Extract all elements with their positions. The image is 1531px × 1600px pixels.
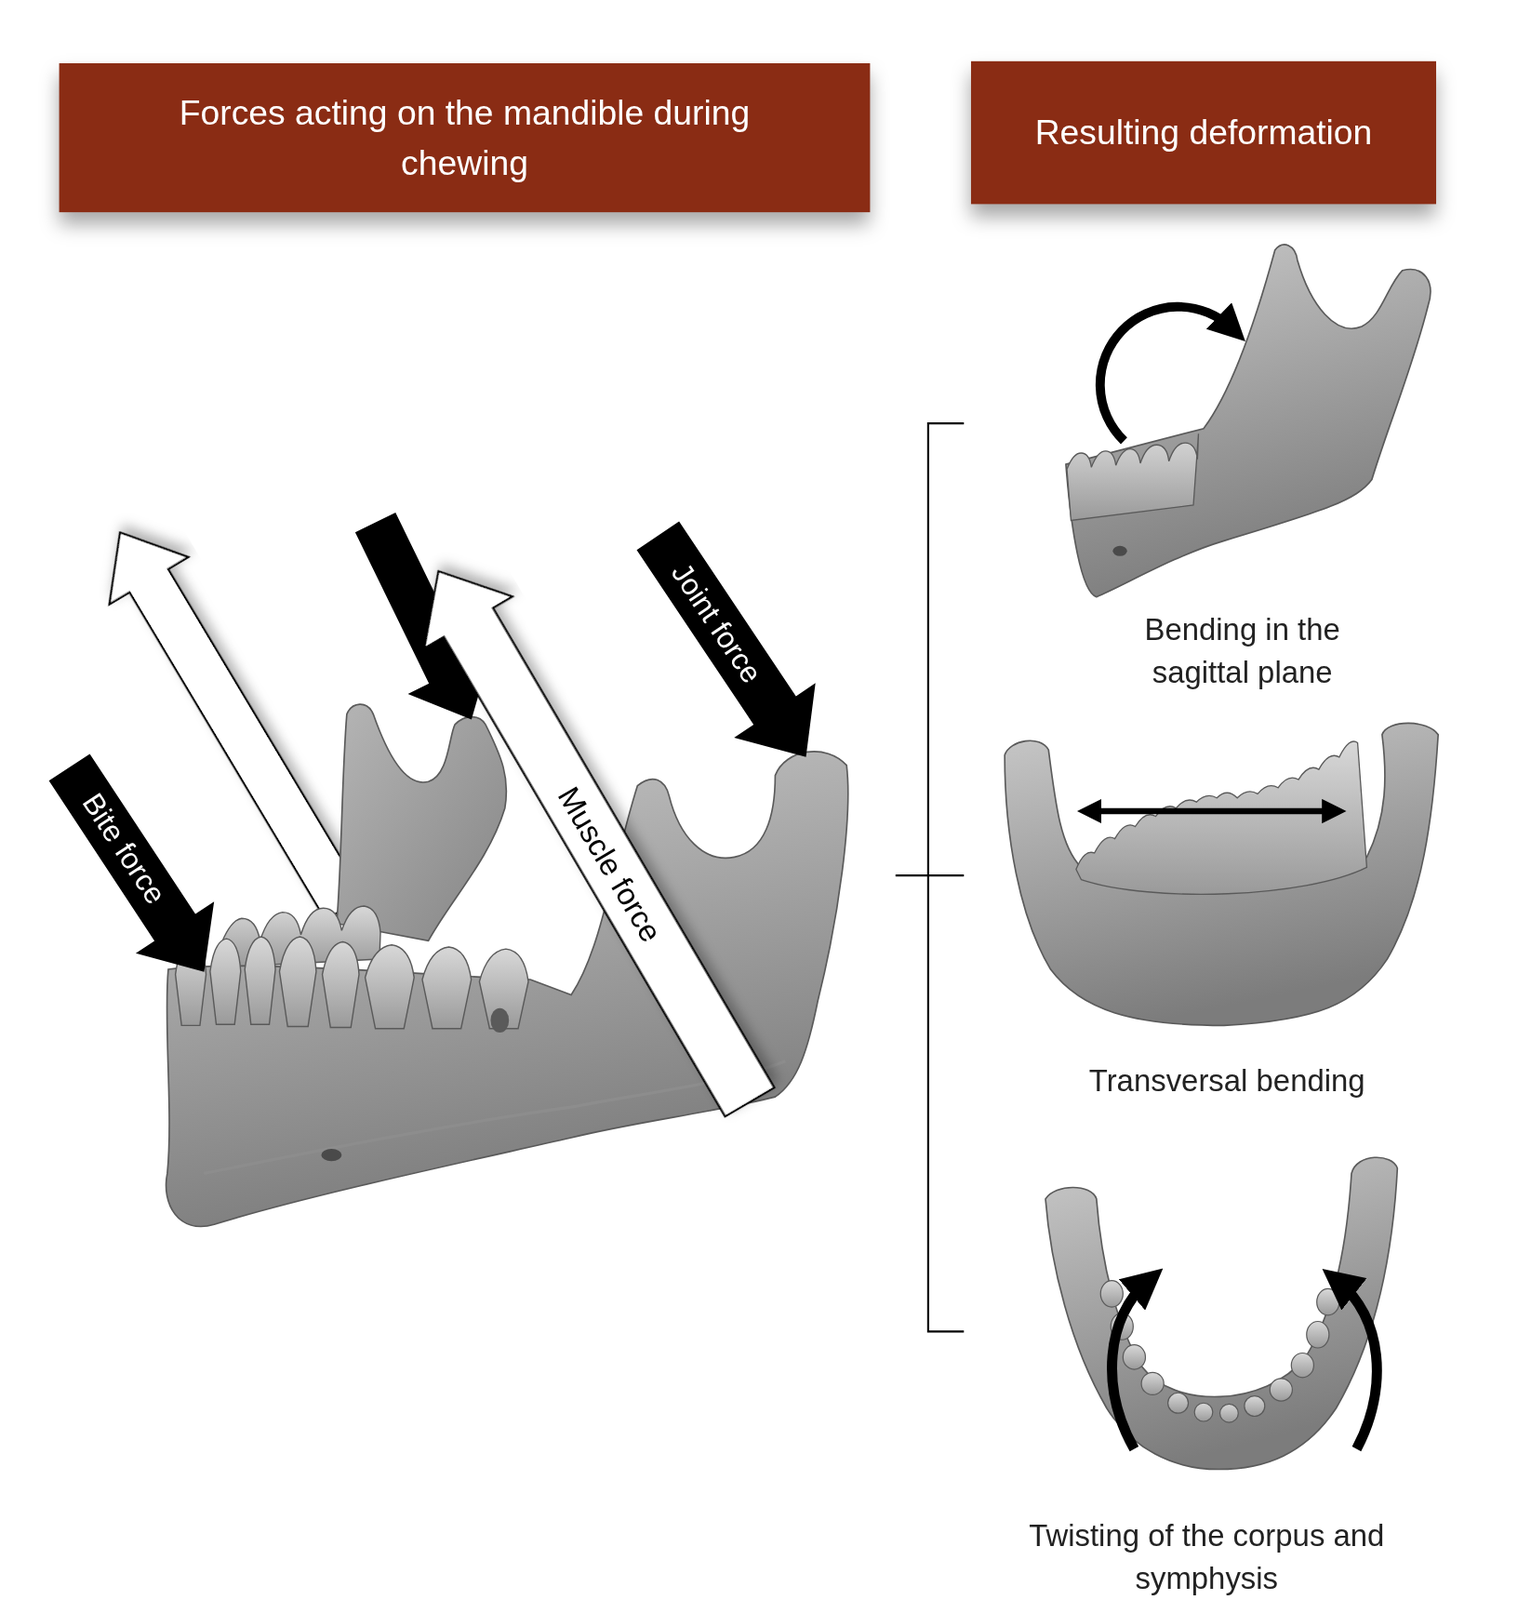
deformation-caption: Bending in the sagittal plane [1104, 608, 1381, 694]
force-arrow [617, 508, 848, 785]
mandible-side-view [1065, 244, 1431, 598]
header-box: Resulting deformation [971, 61, 1437, 205]
mandible-illustration [166, 704, 849, 1226]
deformation-caption: Transversal bending [1043, 1059, 1412, 1103]
bracket [895, 423, 964, 1332]
header-text: Forces acting on the mandible during che… [168, 87, 760, 188]
force-arrow [29, 741, 243, 998]
force-arrow [394, 545, 794, 1128]
header-box: Forces acting on the mandible during che… [59, 63, 871, 213]
deformation-caption: Twisting of the corpus and symphysis [1012, 1514, 1401, 1600]
mandible-front-view [1004, 722, 1438, 1026]
header-text: Resulting deformation [1035, 107, 1373, 159]
mandible-top-view [1045, 1157, 1398, 1469]
